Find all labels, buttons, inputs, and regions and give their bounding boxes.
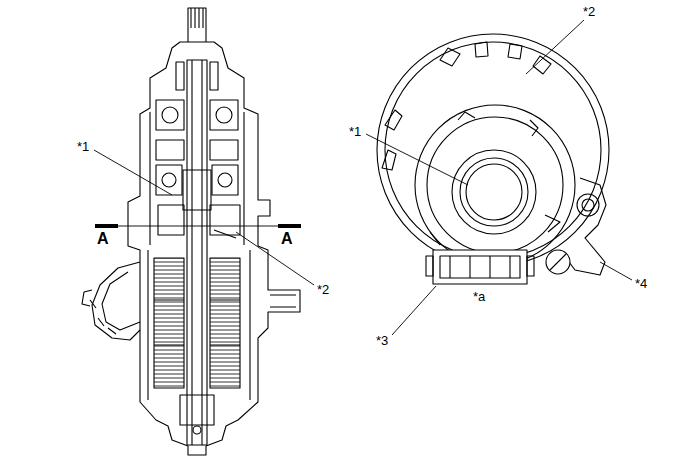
leader-lines <box>94 20 632 335</box>
section-line <box>95 226 301 227</box>
callout-number: *a <box>472 289 486 304</box>
callout-number: *1 <box>348 124 362 139</box>
callout-number: *2 <box>582 4 596 19</box>
section-mark: A <box>280 230 294 248</box>
callout-number: *1 <box>76 139 90 154</box>
section-mark: A <box>96 230 110 248</box>
callout-number: *3 <box>375 333 389 348</box>
callout-number: *2 <box>316 282 330 297</box>
end-view <box>377 34 609 284</box>
callout-number: *4 <box>634 276 648 291</box>
section-view <box>82 8 300 455</box>
